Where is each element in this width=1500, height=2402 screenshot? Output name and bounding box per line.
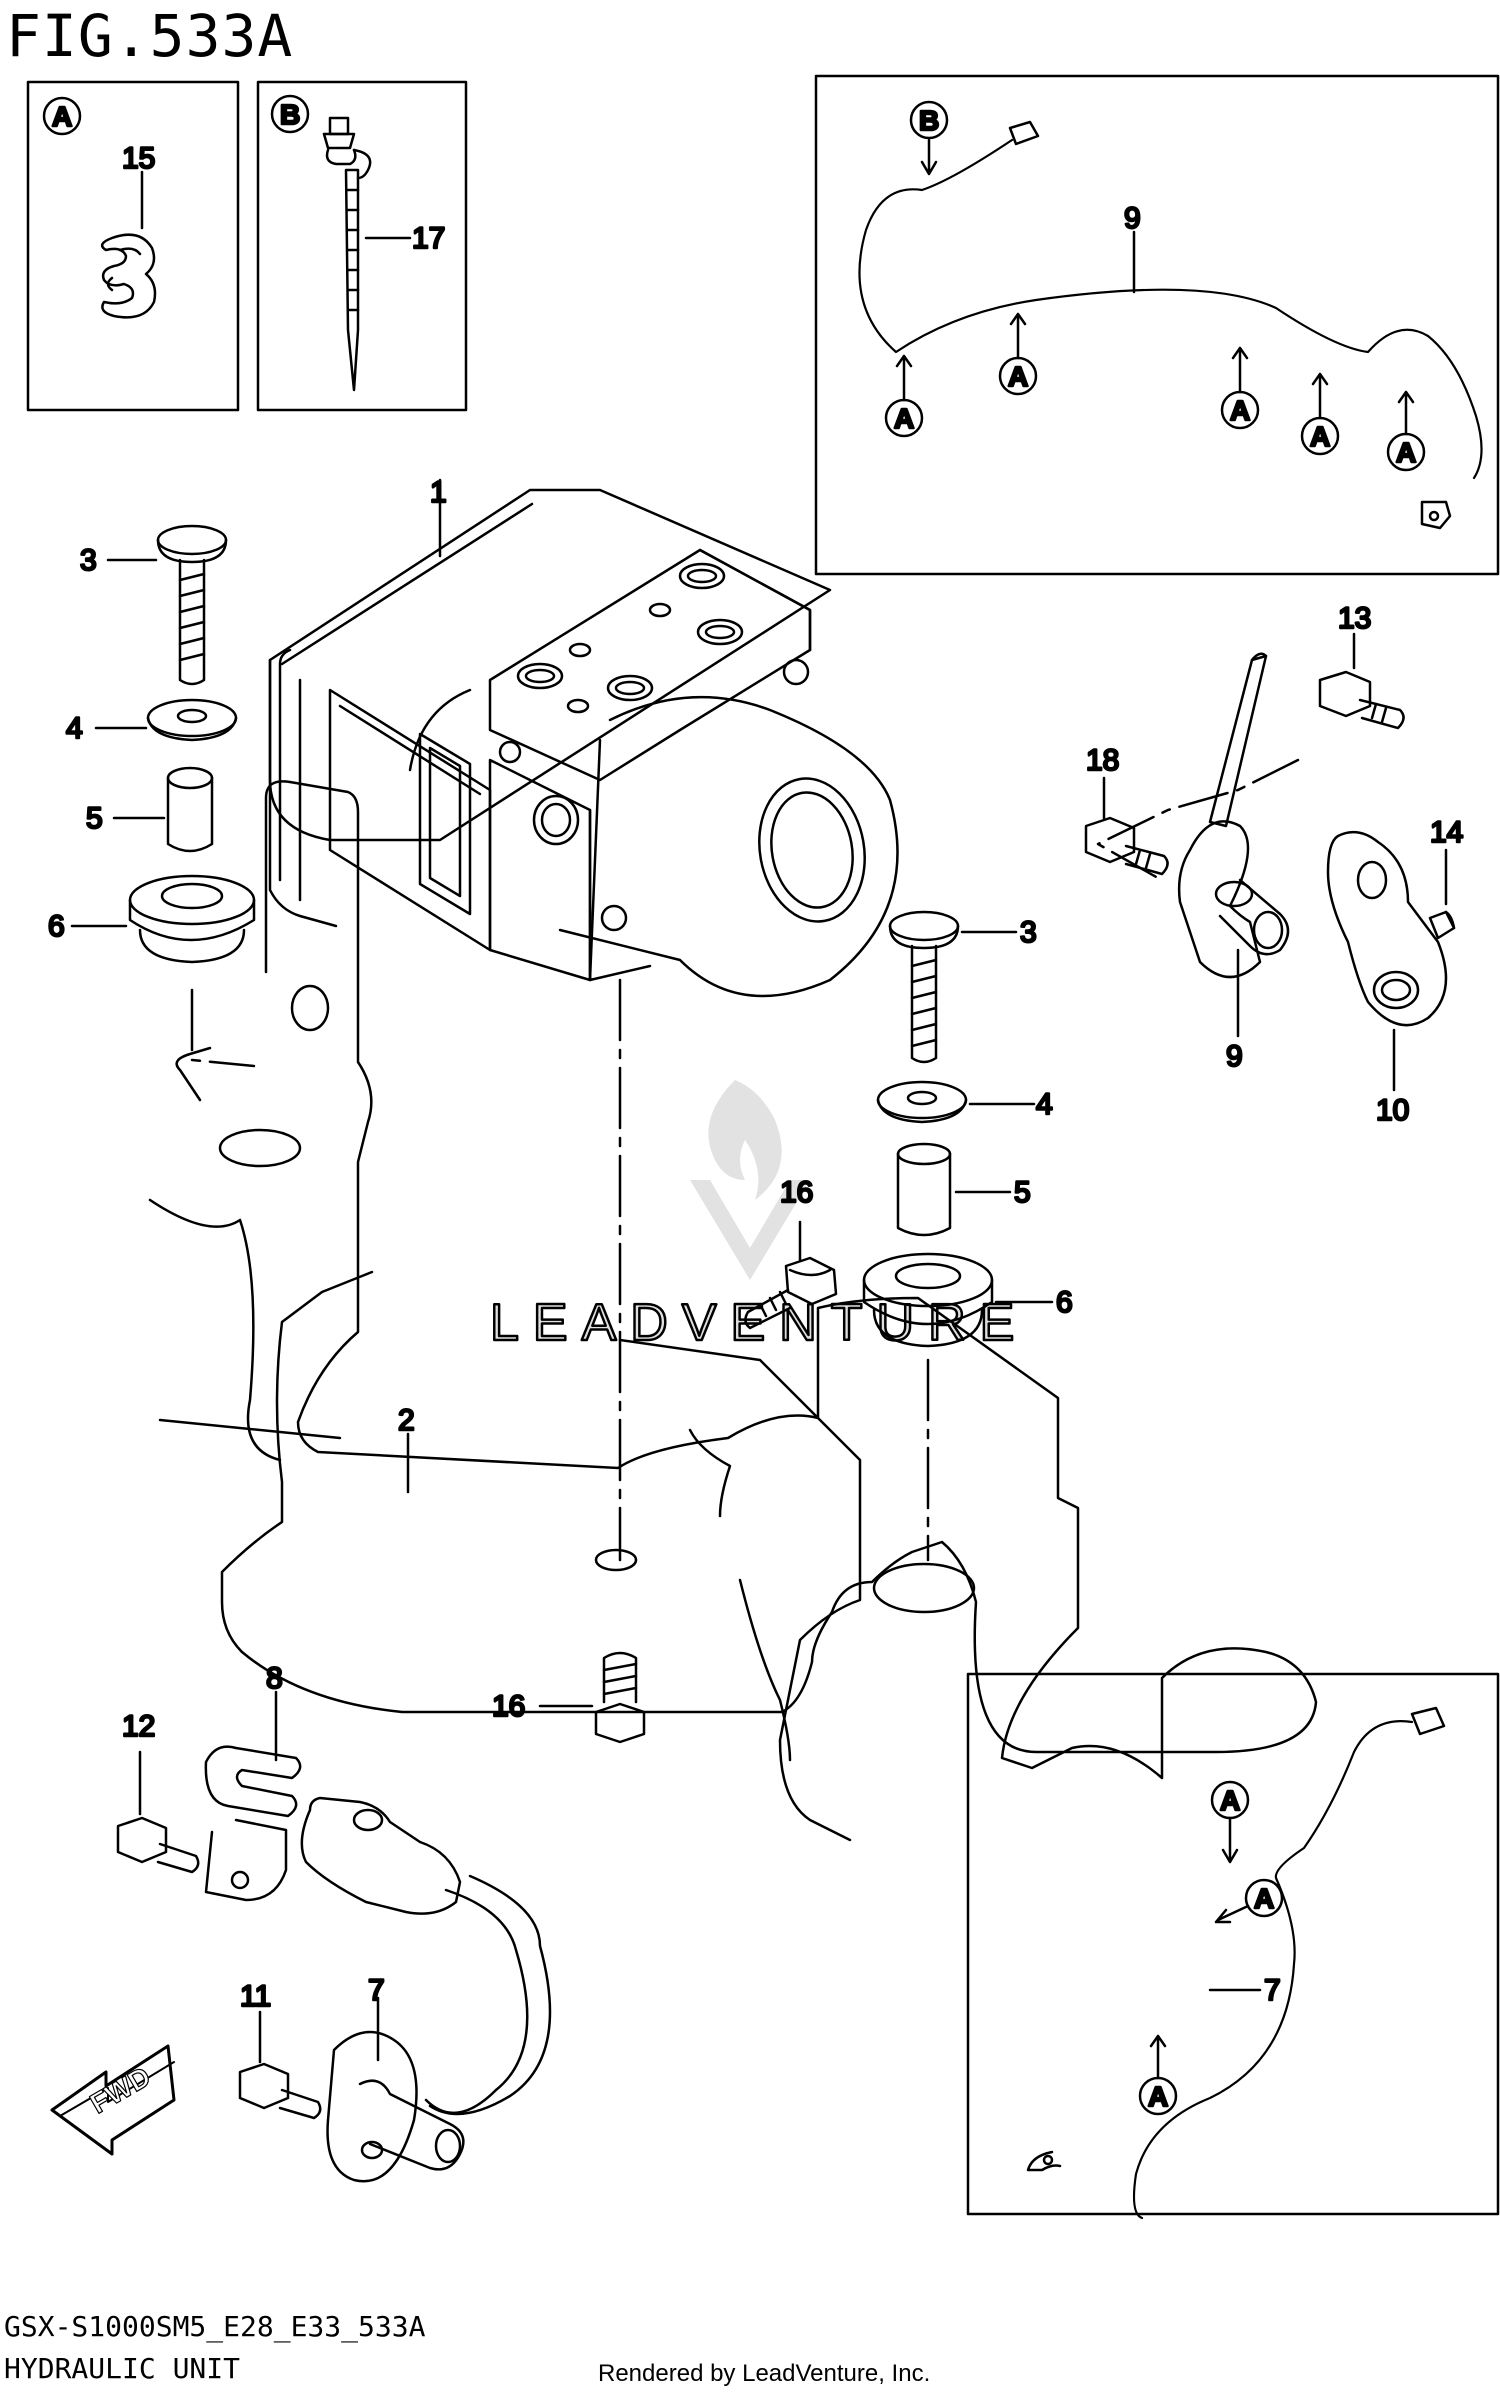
bolt-16-upper — [744, 1256, 838, 1330]
collar-5-left — [166, 766, 214, 853]
bolt-18 — [1084, 816, 1169, 876]
bolt-3-right — [888, 910, 960, 1064]
part-label-18: 18 — [1086, 744, 1119, 777]
part-label-7: 7 — [368, 1974, 385, 2007]
pin-14 — [1428, 910, 1456, 940]
part-label-6-right: 6 — [1056, 1286, 1073, 1319]
collar-5-right — [896, 1142, 952, 1237]
part-label-3-right: 3 — [1020, 916, 1037, 949]
part-label-9: 9 — [1226, 1040, 1243, 1073]
inset-harness-7-box: A A A 7 — [966, 1672, 1500, 2220]
washer-4-right — [876, 1080, 968, 1124]
svg-text:A: A — [894, 403, 914, 434]
part-label-11: 11 — [240, 1980, 271, 2013]
part-label-9-inset: 9 — [1124, 202, 1141, 235]
harness-9-clip-b-label: B — [919, 105, 939, 136]
bolt-3-left — [156, 524, 228, 686]
svg-text:A: A — [1396, 437, 1416, 468]
part-label-13: 13 — [1338, 602, 1371, 635]
inset-b-box: B 17 — [256, 80, 468, 412]
svg-text:A: A — [1148, 2081, 1168, 2112]
inset-b-circle-label: B — [280, 99, 300, 130]
sensor-clamp-8 — [204, 1745, 302, 1902]
front-speed-sensor-7 — [300, 1796, 552, 2183]
part-label-16-upper: 16 — [780, 1176, 813, 1209]
section-name: HYDRAULIC UNIT — [4, 2352, 241, 2385]
sensor-bracket-10 — [1326, 830, 1448, 1027]
bracket-2 — [148, 780, 1318, 1842]
part-label-17: 17 — [412, 222, 445, 255]
part-label-5-left: 5 — [86, 802, 103, 835]
part-label-10: 10 — [1376, 1094, 1409, 1127]
rendered-by-credit: Rendered by LeadVenture, Inc. — [598, 2360, 931, 2387]
grommet-6-right — [862, 1252, 994, 1348]
abs-hydraulic-unit — [268, 488, 899, 998]
svg-text:A: A — [1310, 421, 1330, 452]
bolt-11 — [238, 2062, 322, 2120]
part-label-15: 15 — [122, 142, 155, 175]
forward-direction-arrow: FWD — [50, 2044, 176, 2156]
grommet-6-left — [128, 874, 256, 964]
harness-9-clip-markers: A A A A A — [884, 312, 1426, 472]
bolt-13 — [1318, 670, 1405, 730]
part-label-5-right: 5 — [1014, 1176, 1031, 1209]
washer-4-left — [146, 698, 238, 742]
bolt-16-lower — [594, 1651, 646, 1744]
clamp-15 — [100, 233, 157, 319]
inset-harness-9-box: B 9 A A A A A — [814, 74, 1500, 576]
part-label-3-left: 3 — [80, 544, 97, 577]
model-code: GSX-S1000SM5_E28_E33_533A — [4, 2310, 426, 2343]
part-label-12: 12 — [122, 1710, 155, 1743]
part-label-4-left: 4 — [66, 712, 83, 745]
figure-title: FIG.533A — [6, 2, 294, 70]
bolt-12 — [116, 1816, 200, 1874]
cable-tie-17 — [322, 116, 372, 392]
part-label-1: 1 — [430, 476, 447, 509]
part-label-4-right: 4 — [1036, 1088, 1053, 1121]
part-label-7-inset: 7 — [1264, 1974, 1281, 2007]
leadventure-watermark: LEADVENTURE — [489, 1080, 1016, 1353]
part-label-6-left: 6 — [48, 910, 65, 943]
part-label-8: 8 — [266, 1662, 283, 1695]
svg-text:A: A — [1008, 361, 1028, 392]
part-label-2: 2 — [398, 1404, 415, 1437]
svg-text:A: A — [1254, 1883, 1274, 1914]
wheel-speed-sensor-9 — [1177, 652, 1290, 979]
part-label-16-lower: 16 — [492, 1690, 525, 1723]
svg-text:A: A — [1220, 1785, 1240, 1816]
inset-a-box: A 15 — [26, 80, 240, 412]
svg-text:A: A — [1230, 395, 1250, 426]
part-label-14: 14 — [1430, 816, 1463, 849]
inset-a-circle-label: A — [52, 101, 72, 132]
